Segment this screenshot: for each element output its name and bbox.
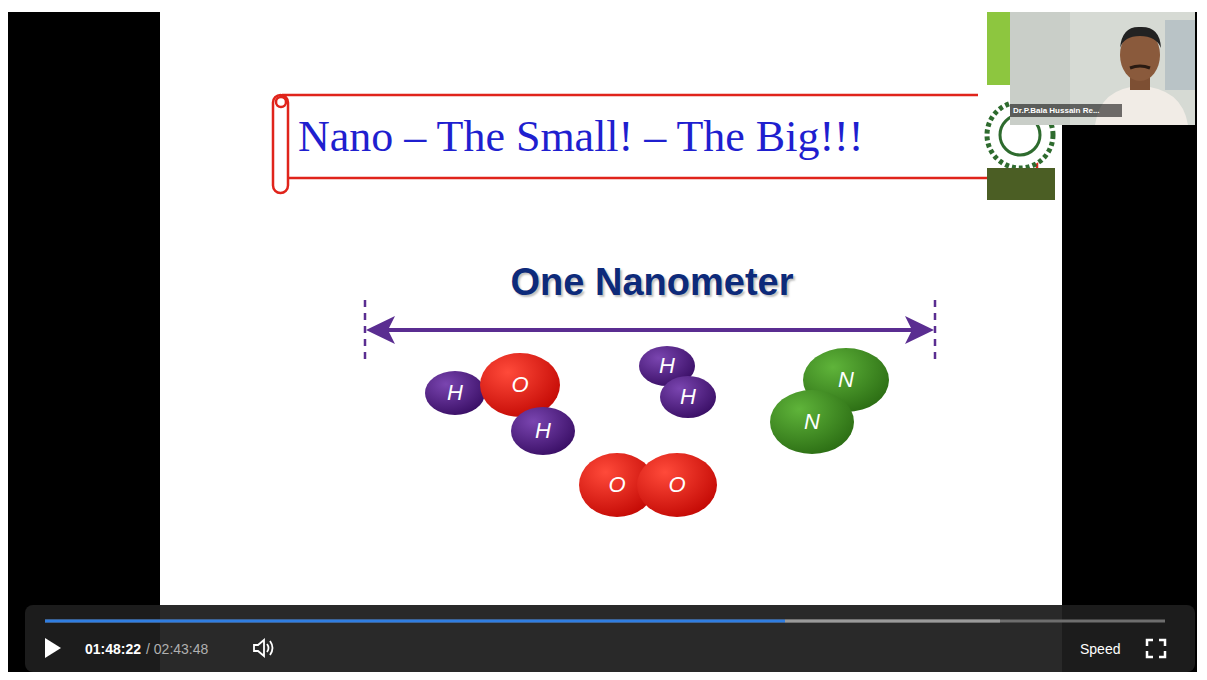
participant-name: Dr.P.Bala Hussain Re... [1013, 106, 1100, 115]
title-scroll [273, 95, 1037, 193]
dimension-tick [934, 300, 937, 362]
play-icon [45, 638, 61, 658]
progress-played [45, 620, 785, 623]
video-control-bar [25, 605, 1195, 672]
current-time: 01:48:22 [85, 641, 141, 657]
volume-icon [254, 640, 273, 656]
atom-node: H [511, 407, 575, 455]
scroll-curl [276, 97, 286, 107]
arrow-head [905, 316, 934, 344]
atom-node: N [770, 390, 854, 454]
progress-track [45, 620, 1165, 623]
atom-symbol: N [804, 411, 820, 433]
name-tag-background [1010, 104, 1122, 117]
fullscreen-icon [1147, 640, 1165, 657]
webcam-background [1010, 12, 1195, 125]
speed-button: Speed [1080, 641, 1120, 657]
atom-symbol: H [680, 386, 696, 408]
atom-ellipse [770, 390, 854, 454]
atom-symbol: O [668, 474, 685, 496]
atom-symbol: H [447, 382, 463, 404]
dimension-tick [364, 300, 367, 362]
webcam-window [1165, 20, 1195, 90]
progress-buffered [785, 620, 1000, 623]
atom-node: H [425, 371, 485, 415]
scroll-top-line [282, 94, 978, 97]
atom-symbol: H [659, 355, 675, 377]
total-time: / 02:43:48 [146, 641, 208, 657]
atom-ellipse [511, 407, 575, 455]
atom-ellipse [637, 453, 717, 517]
atom-symbol: O [608, 474, 625, 496]
scroll-roll [273, 95, 288, 193]
dimension-line [380, 328, 920, 332]
person-moustache [1130, 66, 1150, 68]
arrow-head [366, 316, 395, 344]
slide-background [160, 12, 1062, 672]
atom-ellipse [425, 371, 485, 415]
atom-node: H [660, 376, 716, 418]
logo-green-bar [987, 12, 1010, 85]
atom-symbol: N [838, 369, 854, 391]
control-bar-background [25, 605, 1195, 672]
atom-symbol: H [535, 420, 551, 442]
dimension-label: One Nanometer [511, 261, 794, 305]
atom-symbol: O [511, 374, 528, 396]
atom-ellipse [660, 376, 716, 418]
atom-node: O [637, 453, 717, 517]
logo-olive-block [987, 168, 1055, 200]
player-background [8, 12, 1197, 672]
person-hair [1120, 27, 1161, 48]
webcam-view [1010, 12, 1195, 125]
slide-title: Nano – The Small! – The Big!!! [298, 112, 863, 163]
